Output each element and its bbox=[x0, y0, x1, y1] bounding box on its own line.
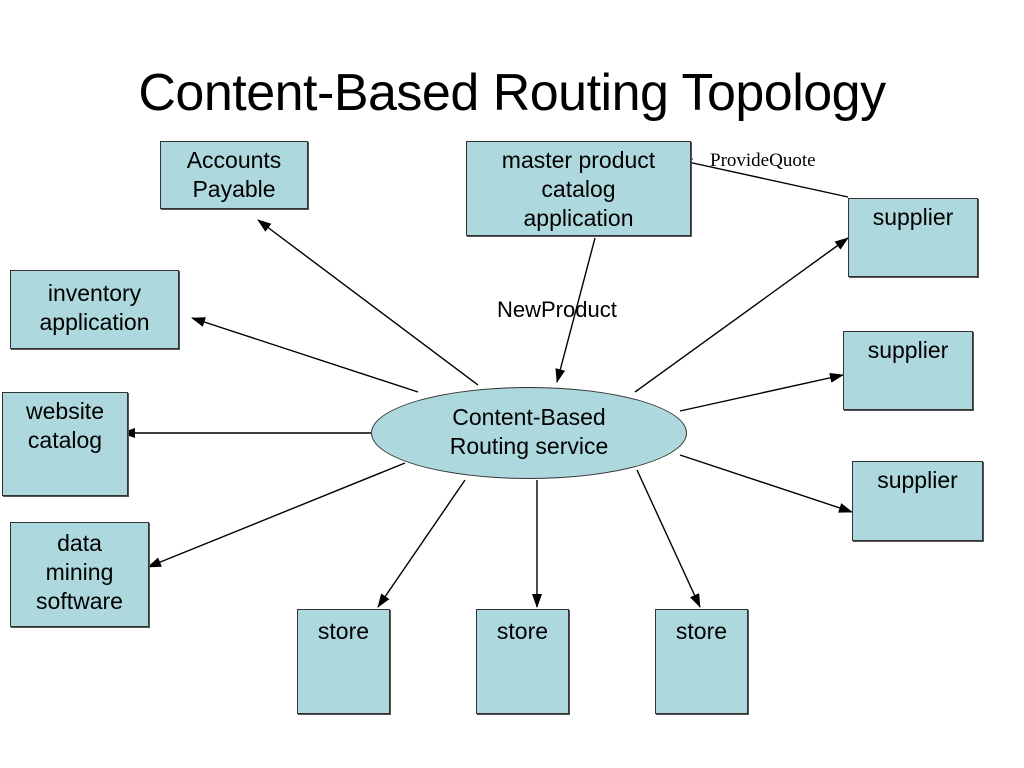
arrow-to-supplier-2 bbox=[679, 372, 844, 412]
arrow-provide-quote bbox=[678, 157, 849, 198]
arrow-to-supplier-1 bbox=[634, 237, 849, 393]
supplier-box-3: supplier bbox=[852, 461, 983, 541]
new-product-label: NewProduct bbox=[497, 297, 617, 322]
supplier-box-1: supplier bbox=[848, 198, 978, 277]
provide-quote-label: ProvideQuote bbox=[710, 150, 816, 171]
page-title: Content-Based Routing Topology bbox=[138, 64, 886, 122]
store-box-3: store bbox=[655, 609, 748, 714]
store-box-2: store bbox=[476, 609, 569, 714]
arrow-to-accounts-payable bbox=[257, 219, 479, 386]
arrow-to-inventory bbox=[191, 317, 419, 393]
supplier-box-2: supplier bbox=[843, 331, 973, 410]
content-based-routing-service-node: Content-Based Routing service bbox=[371, 387, 687, 479]
data-mining-software-box: data mining software bbox=[10, 522, 149, 627]
store-box-1: store bbox=[297, 609, 390, 714]
arrow-to-data-mining bbox=[147, 462, 406, 568]
arrow-to-store-3 bbox=[636, 469, 701, 608]
arrow-to-store-1 bbox=[377, 479, 466, 608]
inventory-application-box: inventory application bbox=[10, 270, 179, 349]
master-product-catalog-box: master product catalog application bbox=[466, 141, 691, 236]
arrow-new-product bbox=[555, 237, 596, 383]
accounts-payable-box: Accounts Payable bbox=[160, 141, 308, 209]
website-catalog-box: website catalog bbox=[2, 392, 128, 496]
arrow-to-supplier-3 bbox=[679, 454, 853, 513]
